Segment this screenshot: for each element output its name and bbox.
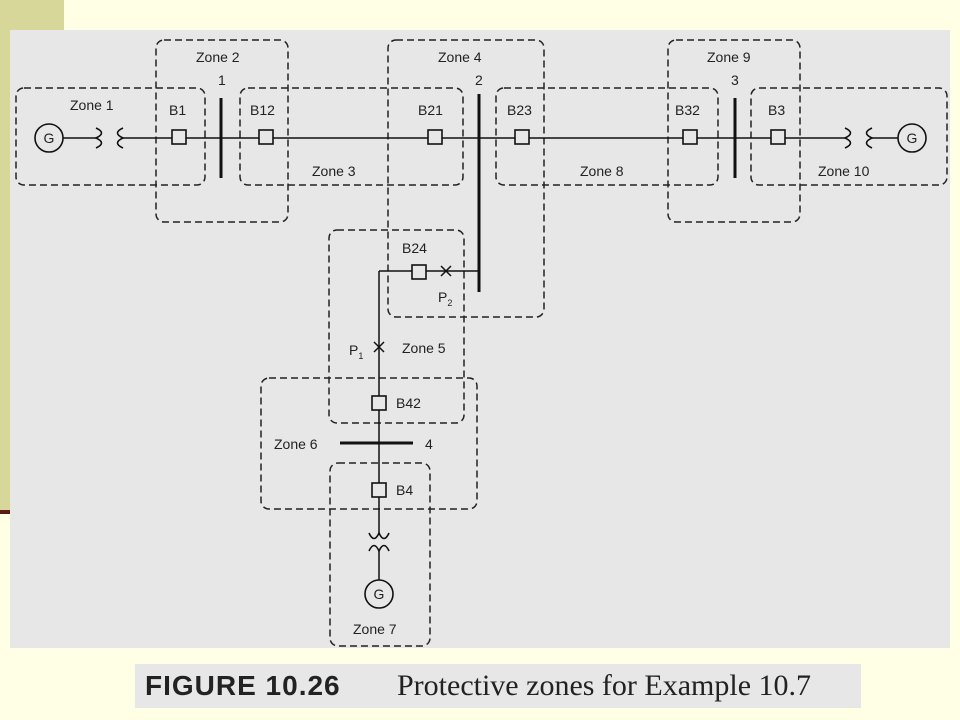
zone-10-boundary xyxy=(750,87,948,186)
breaker-b21 xyxy=(427,129,443,145)
generator-1-label: G xyxy=(44,130,55,146)
breaker-b12-label: B12 xyxy=(250,102,275,118)
caption-number: FIGURE 10.26 xyxy=(145,670,341,701)
transformer-1-primary xyxy=(94,127,103,149)
generator-2-symbol xyxy=(897,123,927,153)
breaker-b3 xyxy=(770,129,786,145)
zone-3-label: Zone 3 xyxy=(312,163,356,179)
zone-8-label: Zone 8 xyxy=(580,163,624,179)
bus-2-label: 2 xyxy=(475,72,483,88)
zone-4-label: Zone 4 xyxy=(438,49,482,65)
fault-p2-label: P2 xyxy=(438,289,452,308)
breaker-b12 xyxy=(258,129,274,145)
breaker-b32-label: B32 xyxy=(675,102,700,118)
fault-p2-marker xyxy=(440,265,452,277)
breaker-b23 xyxy=(514,129,530,145)
caption-text: Protective zones for Example 10.7 xyxy=(397,669,812,702)
zone-4-boundary xyxy=(387,39,545,318)
zone-5-boundary xyxy=(328,229,465,424)
transformer-2-secondary xyxy=(865,127,874,149)
zone-9-label: Zone 9 xyxy=(707,49,751,65)
zone-1-label: Zone 1 xyxy=(70,97,114,113)
fault-p1-marker xyxy=(373,341,385,353)
breaker-b42 xyxy=(371,395,387,411)
fault-p1-label: P1 xyxy=(349,342,363,361)
breaker-b24 xyxy=(411,264,427,280)
bus-4-label: 4 xyxy=(425,436,433,452)
breaker-b1-label: B1 xyxy=(169,102,186,118)
zone-3-boundary xyxy=(239,87,464,186)
zone-6-boundary xyxy=(260,377,478,510)
breaker-b1 xyxy=(171,129,187,145)
transformer-3-secondary xyxy=(368,544,390,553)
breaker-b4 xyxy=(371,482,387,498)
zone-9-boundary xyxy=(667,39,801,223)
generator-3-label: G xyxy=(374,586,385,602)
breaker-b3-label: B3 xyxy=(768,102,785,118)
zone-7-boundary xyxy=(329,462,431,647)
bus-1-label: 1 xyxy=(218,72,226,88)
protective-zones-diagram: G G G B1 B12 B21 B23 B32 B3 B24 B42 B4 1… xyxy=(15,39,948,647)
breaker-b23-label: B23 xyxy=(507,102,532,118)
zone-10-label: Zone 10 xyxy=(818,163,870,179)
breaker-b21-label: B21 xyxy=(418,102,443,118)
zone-2-boundary xyxy=(155,39,289,223)
zone-6-label: Zone 6 xyxy=(274,436,318,452)
slide-decor-mark xyxy=(0,510,10,514)
transformer-2-primary xyxy=(843,127,852,149)
zone-8-boundary xyxy=(495,87,719,186)
breaker-b42-label: B42 xyxy=(396,395,421,411)
zone-2-label: Zone 2 xyxy=(196,49,240,65)
generator-2-label: G xyxy=(907,130,918,146)
breaker-b24-label: B24 xyxy=(402,240,427,256)
zone-7-label: Zone 7 xyxy=(353,621,397,637)
figure-caption: FIGURE 10.26 Protective zones for Exampl… xyxy=(135,664,861,708)
breaker-b4-label: B4 xyxy=(396,482,413,498)
generator-1-symbol xyxy=(34,123,64,153)
transformer-1-secondary xyxy=(116,127,125,149)
transformer-3-primary xyxy=(368,531,390,540)
breaker-b32 xyxy=(682,129,698,145)
bus-3-label: 3 xyxy=(731,72,739,88)
figure-panel: G G G B1 B12 B21 B23 B32 B3 B24 B42 B4 1… xyxy=(10,30,950,648)
zone-1-boundary xyxy=(15,87,206,186)
zone-5-label: Zone 5 xyxy=(402,340,446,356)
